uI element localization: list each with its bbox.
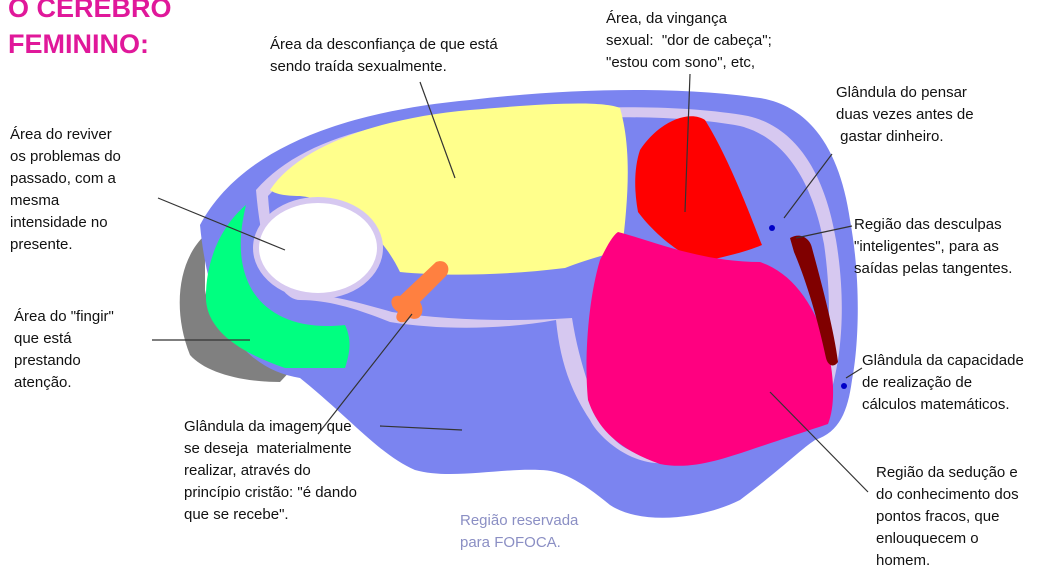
label-relive-past: Área do reviver os problemas do passado,…	[10, 124, 121, 256]
label-pretend: Área do "fingir" que está prestando aten…	[14, 306, 114, 394]
think-twice-gland	[769, 225, 775, 231]
diagram-title: O CÉREBRO FEMININO:	[8, 0, 172, 62]
label-distrust: Área da desconfiança de que está sendo t…	[270, 34, 498, 78]
memory-oval	[256, 200, 380, 296]
label-seduction: Região da sedução e do conhecimento dos …	[876, 462, 1019, 572]
label-think-twice: Glândula do pensar duas vezes antes de g…	[836, 82, 974, 148]
label-gossip: Região reservada para FOFOCA.	[460, 510, 578, 554]
math-gland	[841, 383, 847, 389]
label-revenge: Área, da vingança sexual: "dor de cabeça…	[606, 8, 772, 74]
label-excuses: Região das desculpas "inteligentes", par…	[854, 214, 1012, 280]
label-math: Glândula da capacidade de realização de …	[862, 350, 1024, 416]
label-image-gland: Glândula da imagem que se deseja materia…	[184, 416, 357, 526]
